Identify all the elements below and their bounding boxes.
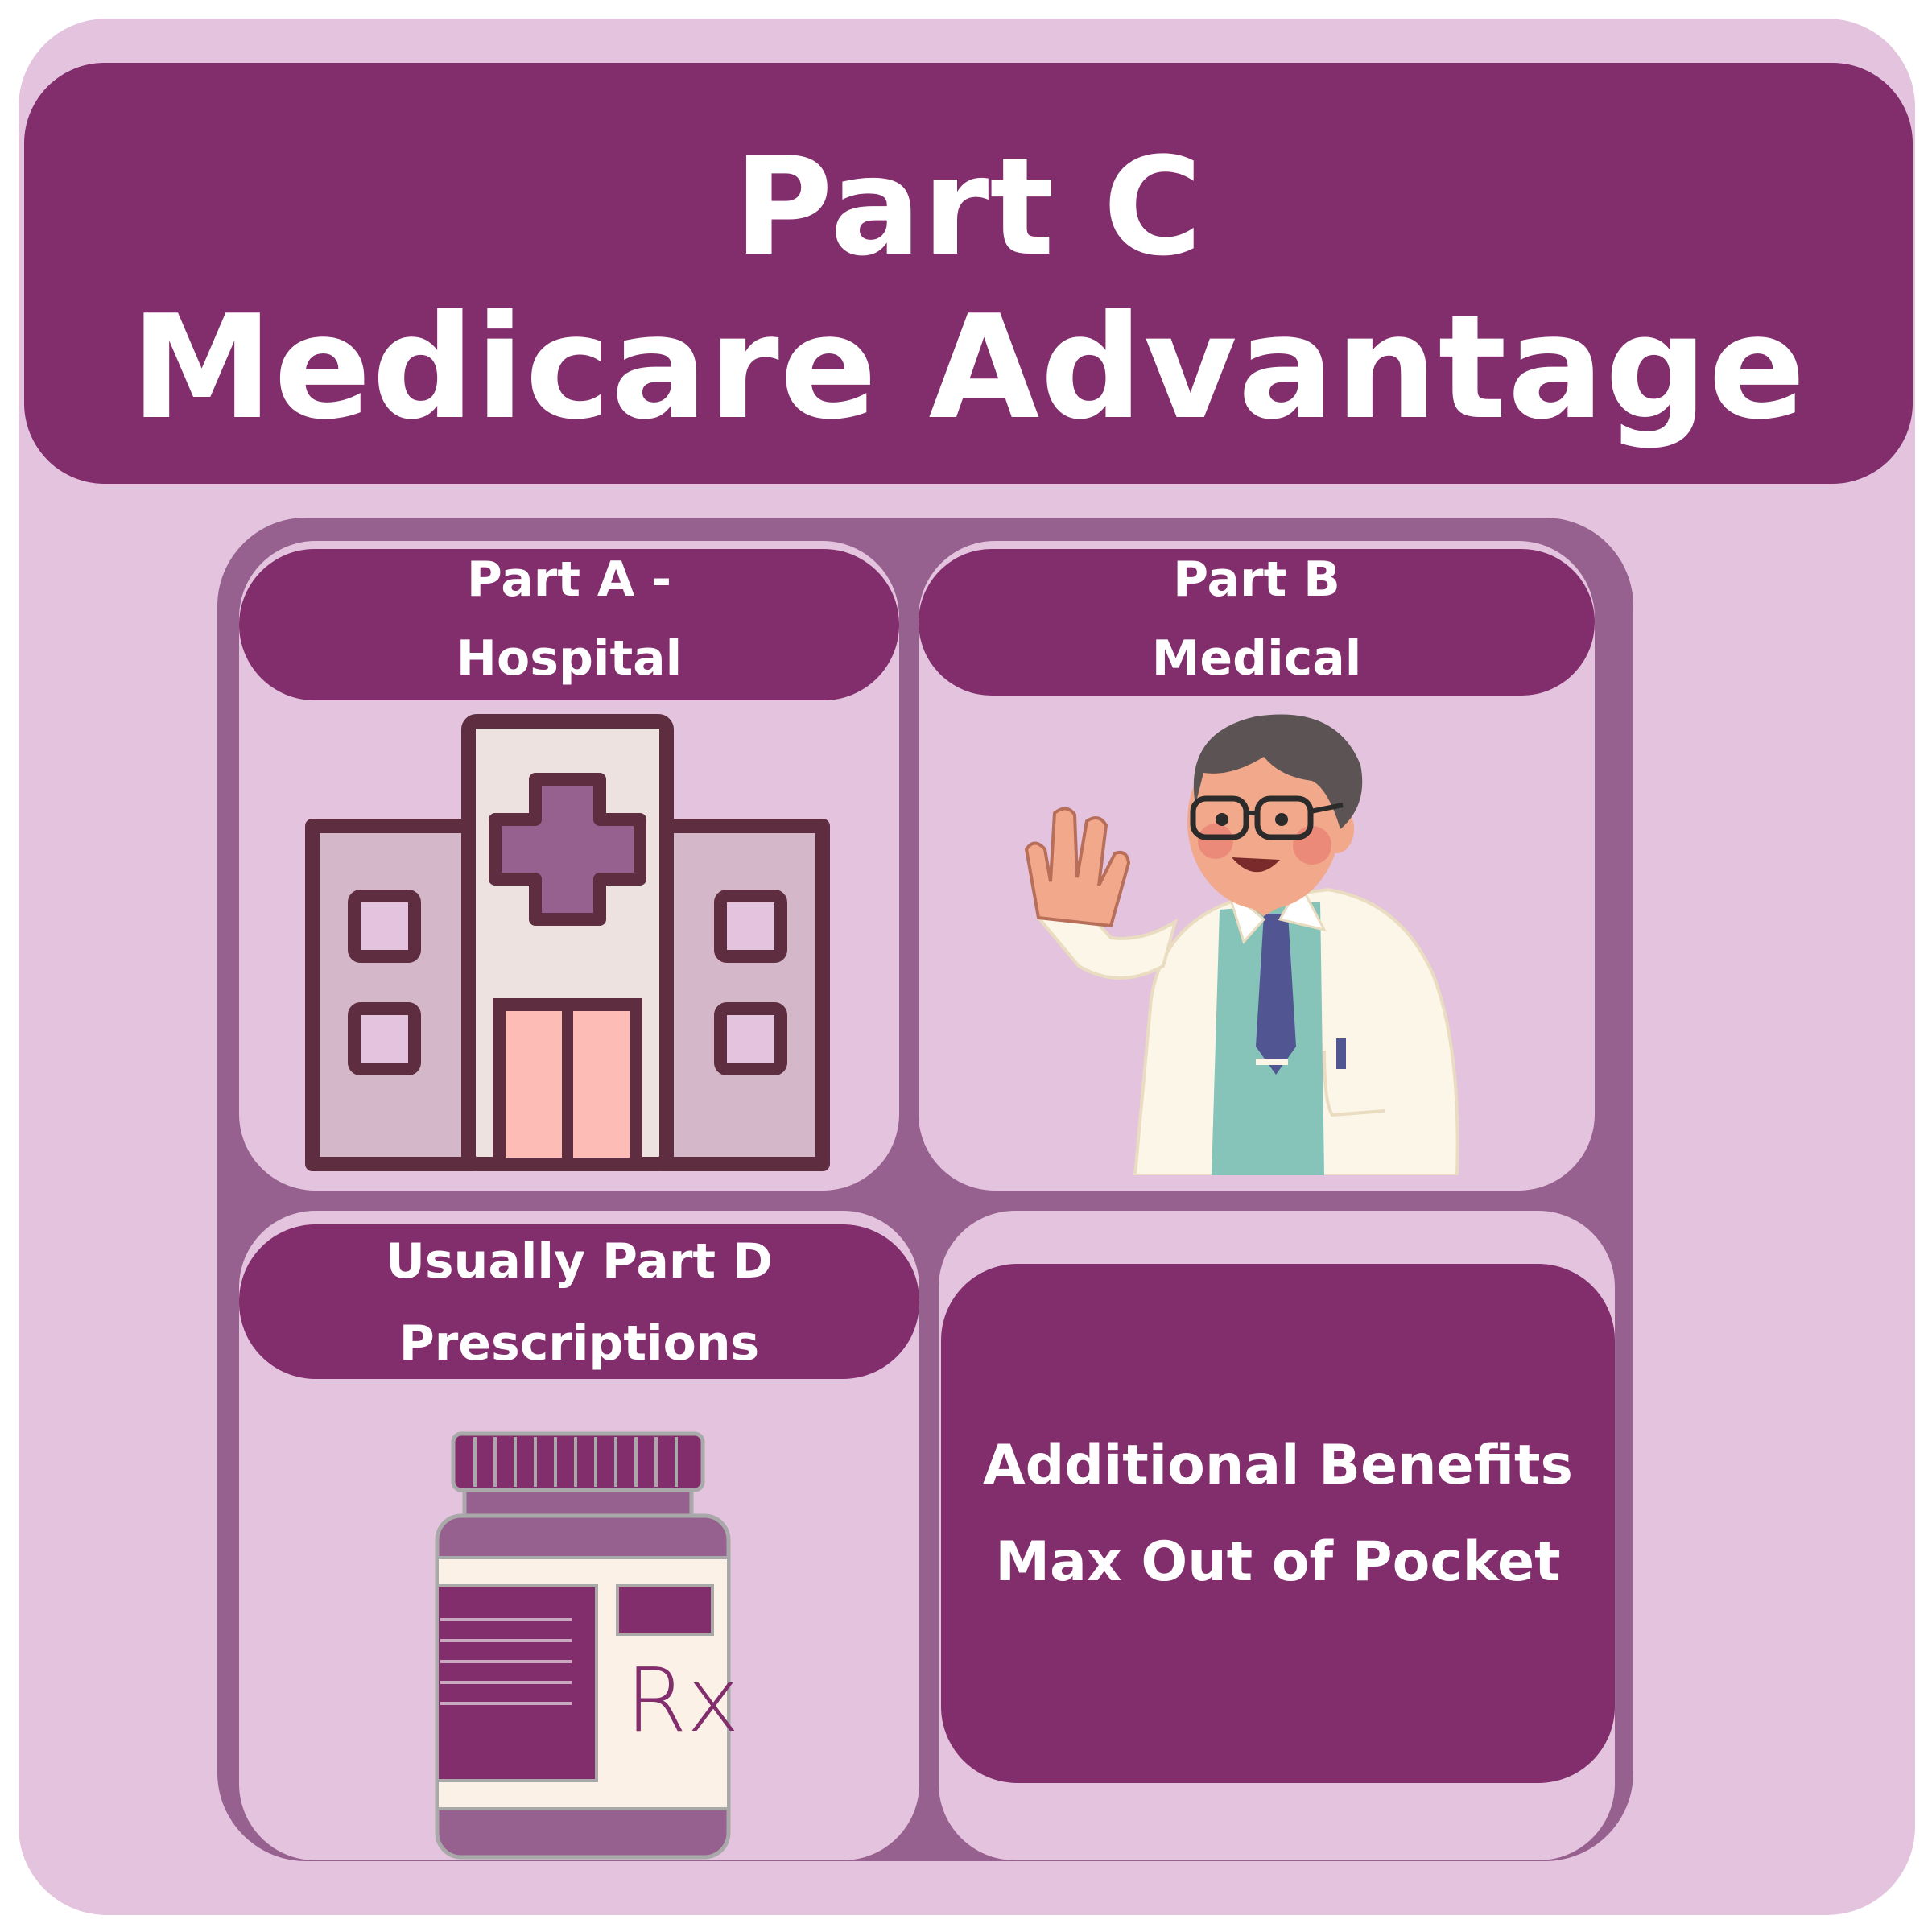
title-medicare-advantage: Medicare Advantage (130, 284, 1806, 451)
part-d-line2: Prescriptions (398, 1315, 760, 1372)
part-d-line1: Usually Part D (386, 1233, 773, 1290)
part-b-line1: Part B (1173, 551, 1340, 608)
part-a-line1: Part A - (466, 551, 672, 608)
part-b-line2: Medical (1151, 630, 1362, 687)
prescription-bottle-icon: Rx (435, 1431, 740, 1860)
part-a-label: Part A - Hospital (239, 549, 899, 700)
title-banner: Part C Medicare Advantage (24, 63, 1913, 484)
additional-benefits-box: Additional Benefits Max Out of Pocket (941, 1264, 1615, 1783)
hospital-icon (305, 714, 830, 1171)
part-d-label: Usually Part D Prescriptions (239, 1224, 919, 1379)
part-b-label: Part B Medical (919, 549, 1595, 696)
title-part-c: Part C (733, 128, 1203, 286)
max-out-of-pocket-text: Max Out of Pocket (995, 1530, 1561, 1594)
doctor-icon (1024, 714, 1459, 1175)
rx-label: Rx (625, 1649, 740, 1752)
part-a-line2: Hospital (456, 630, 683, 687)
additional-benefits-text: Additional Benefits (983, 1434, 1573, 1497)
